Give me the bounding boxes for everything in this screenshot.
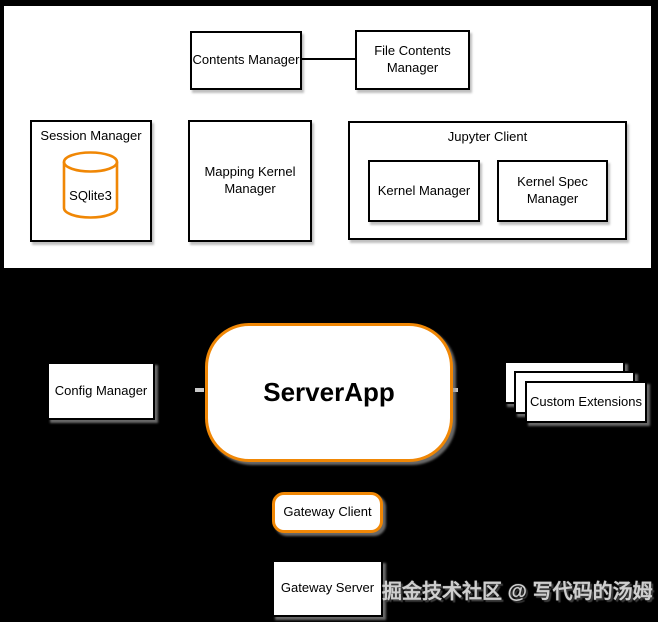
node-kernel-spec-manager: Kernel Spec Manager: [497, 160, 608, 222]
watermark-text: 掘金技术社区 @ 写代码的汤姆: [382, 581, 653, 603]
node-jupyter-client-label: Jupyter Client: [447, 129, 528, 144]
node-mapping-kernel-manager: Mapping Kernel Manager: [188, 120, 312, 242]
database-icon: [62, 151, 119, 219]
database-label: SQlite3: [69, 188, 112, 203]
node-kernel-spec-manager-label: Kernel Spec Manager: [517, 174, 588, 206]
edge-stub-left-of-serverapp: [195, 388, 204, 392]
node-contents-manager-label: Contents Manager: [192, 52, 300, 68]
node-config-manager: Config Manager: [47, 362, 155, 420]
edge-gatewayclient-to-gatewayserver: [325, 533, 327, 560]
node-kernel-manager-label: Kernel Manager: [377, 182, 471, 198]
node-contents-manager: Contents Manager: [190, 31, 302, 90]
node-custom-extensions-label: Custom Extensions: [530, 393, 642, 409]
node-config-manager-label: Config Manager: [54, 382, 148, 398]
node-file-contents-manager: File Contents Manager: [355, 30, 470, 90]
node-session-manager-label: Session Manager: [40, 128, 142, 143]
node-serverapp-label: ServerApp: [263, 376, 395, 407]
node-file-contents-manager-label: File Contents Manager: [374, 43, 451, 75]
node-gateway-client-label: Gateway Client: [283, 504, 372, 520]
edge-serverapp-to-extensions: [453, 389, 504, 391]
edge-contents-to-filecontents: [301, 58, 356, 60]
node-gateway-server: Gateway Server: [272, 560, 383, 617]
node-gateway-client: Gateway Client: [272, 492, 383, 533]
edge-configmanager-to-serverapp: [155, 389, 205, 391]
edge-serverapp-to-gatewayclient: [325, 462, 327, 492]
node-gateway-server-label: Gateway Server: [280, 580, 375, 596]
node-kernel-manager: Kernel Manager: [368, 160, 480, 222]
node-mapping-kernel-manager-label: Mapping Kernel Manager: [204, 164, 296, 196]
edge-stub-right-of-serverapp: [450, 388, 458, 392]
node-serverapp: ServerApp: [205, 323, 453, 462]
edge-panel-to-serverapp: [325, 270, 327, 323]
node-custom-extensions: Custom Extensions: [525, 381, 647, 423]
